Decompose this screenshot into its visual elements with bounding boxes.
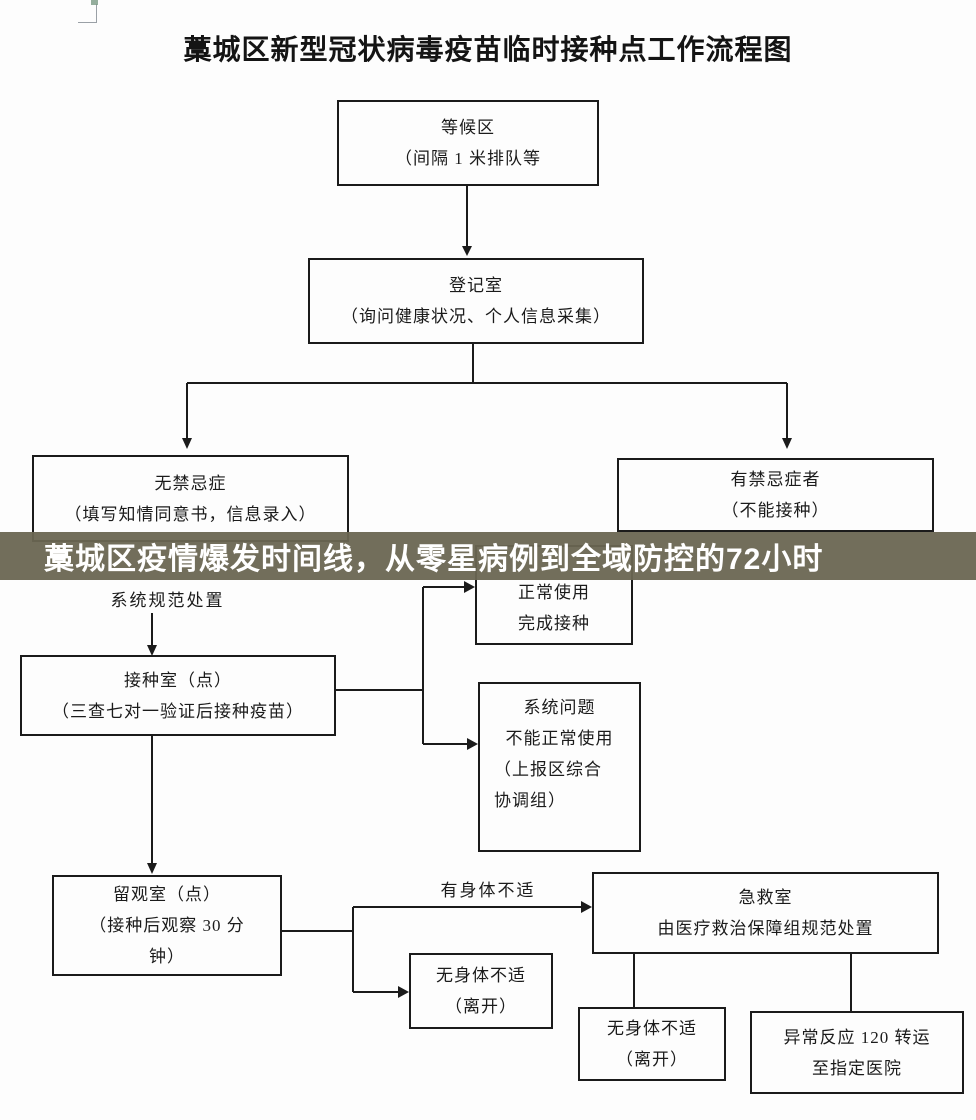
node-waiting-area-line1: 等候区 xyxy=(441,118,495,137)
node-emergency-line2: 由医疗救治保障组规范处置 xyxy=(657,919,874,938)
system-standard-caption: 系统规范处置 xyxy=(110,591,225,610)
node-system-normal-line2: 完成接种 xyxy=(518,614,590,633)
node-vaccination-room-line2: （三查七对一验证后接种疫苗） xyxy=(52,701,304,721)
corner-mark-vertical xyxy=(96,4,97,23)
node-no-discomfort-leave-mid: 无身体不适 （离开） xyxy=(409,953,553,1029)
node-no-contraindication-line1: 无禁忌症 xyxy=(154,473,227,493)
node-vaccination-room-line1: 接种室（点） xyxy=(124,670,232,690)
node-abnormal-reaction-120: 异常反应 120 转运 至指定医院 xyxy=(750,1011,964,1094)
node-system-problem-line1: 系统问题 xyxy=(523,698,596,717)
corner-mark-horizontal xyxy=(78,22,97,23)
node-registration-line2: （询问健康状况、个人信息采集） xyxy=(341,307,611,326)
node-waiting-area-line2: （间隔 1 米排队等 xyxy=(395,149,541,168)
node-observation-line1: 留观室（点） xyxy=(113,885,221,904)
node-observation-line3: 钟） xyxy=(149,947,185,966)
node-waiting-area: 等候区 （间隔 1 米排队等 xyxy=(337,100,599,186)
node-abnormal-line2: 至指定医院 xyxy=(812,1058,902,1078)
page-title: 藁城区新型冠状病毒疫苗临时接种点工作流程图 xyxy=(183,34,793,65)
node-no-discomfort-bottom-line1: 无身体不适 xyxy=(607,1019,697,1038)
node-system-problem-line3: （上报区综合 xyxy=(494,760,602,779)
node-system-problem-line4: 协调组） xyxy=(494,791,566,810)
node-has-contraindication-line1: 有禁忌症者 xyxy=(730,470,821,489)
overlay-headline-text: 藁城区疫情爆发时间线，从零星病例到全域防控的72小时 xyxy=(44,543,824,576)
node-no-discomfort-mid-line1: 无身体不适 xyxy=(436,966,526,985)
node-no-contraindication-line2: （填写知情同意书，信息录入） xyxy=(64,504,317,524)
node-has-contraindication-line2: （不能接种） xyxy=(721,501,830,520)
node-system-problem: 系统问题 不能正常使用 （上报区综合 协调组） xyxy=(478,682,641,852)
node-observation-room: 留观室（点） （接种后观察 30 分 钟） xyxy=(52,875,282,976)
node-registration-line1: 登记室 xyxy=(449,276,503,295)
node-emergency-line1: 急救室 xyxy=(738,888,793,907)
node-emergency-room: 急救室 由医疗救治保障组规范处置 xyxy=(592,872,939,954)
node-no-contraindication: 无禁忌症 （填写知情同意书，信息录入） xyxy=(32,455,349,542)
corner-mark-dot xyxy=(91,0,98,5)
node-system-problem-line2: 不能正常使用 xyxy=(505,729,614,748)
node-no-discomfort-leave-bottom: 无身体不适 （离开） xyxy=(578,1007,726,1081)
node-has-contraindication: 有禁忌症者 （不能接种） xyxy=(617,458,934,532)
node-vaccination-room: 接种室（点） （三查七对一验证后接种疫苗） xyxy=(20,655,336,736)
overlay-headline-banner: 藁城区疫情爆发时间线，从零星病例到全域防控的72小时 xyxy=(0,532,976,580)
node-system-normal-line1: 正常使用 xyxy=(518,583,590,602)
node-no-discomfort-bottom-line2: （离开） xyxy=(616,1050,688,1069)
discomfort-arrow-label: 有身体不适 xyxy=(440,881,536,900)
node-no-discomfort-mid-line2: （离开） xyxy=(445,997,517,1016)
node-abnormal-line1: 异常反应 120 转运 xyxy=(783,1027,931,1047)
node-observation-line2: （接种后观察 30 分 xyxy=(89,916,245,935)
node-registration-room: 登记室 （询问健康状况、个人信息采集） xyxy=(308,258,644,344)
